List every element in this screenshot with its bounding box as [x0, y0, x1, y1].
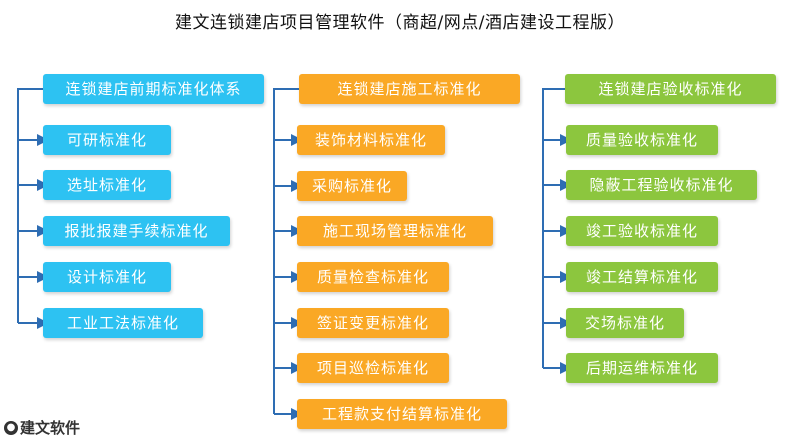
col2-item: 工程款支付结算标准化	[297, 399, 507, 429]
col1-item: 设计标准化	[43, 262, 171, 292]
col3-item: 竣工结算标准化	[566, 262, 718, 292]
col2-header: 连锁建店施工标准化	[299, 74, 520, 104]
col3-item: 竣工验收标准化	[566, 216, 718, 246]
col3-header-connector	[542, 88, 565, 368]
col3-item: 后期运维标准化	[566, 353, 718, 383]
page-title: 建文连锁建店项目管理软件（商超/网点/酒店建设工程版）	[175, 13, 625, 33]
col1-arrow	[37, 134, 43, 146]
col2-item: 施工现场管理标准化	[297, 216, 493, 246]
col3-arrow	[560, 225, 566, 237]
col2-item: 项目巡检标准化	[297, 353, 449, 383]
col1-arrow	[37, 225, 43, 237]
col3-item: 交场标准化	[566, 308, 684, 338]
col2-arrow	[291, 225, 297, 237]
col1-item: 工业工法标准化	[43, 308, 203, 338]
col1-arrow	[37, 317, 43, 329]
col1-header: 连锁建店前期标准化体系	[43, 74, 264, 104]
col3-arrow	[560, 317, 566, 329]
col2-header-connector	[273, 88, 299, 414]
col2-arrow	[291, 408, 297, 420]
col3-header: 连锁建店验收标准化	[565, 74, 776, 104]
col1-arrow	[37, 271, 43, 283]
col3-arrow	[560, 271, 566, 283]
col1-arrow	[37, 179, 43, 191]
col2-arrow	[291, 134, 297, 146]
col2-item: 采购标准化	[297, 171, 407, 201]
col2-item: 签证变更标准化	[297, 308, 449, 338]
col2-arrow	[291, 317, 297, 329]
col3-item: 隐蔽工程验收标准化	[566, 170, 757, 200]
col2-arrow	[291, 180, 297, 192]
footer-logo-text: 建文软件	[20, 419, 81, 437]
col3-arrow	[560, 134, 566, 146]
col1-item: 可研标准化	[43, 125, 171, 155]
col1-item: 报批报建手续标准化	[43, 216, 230, 246]
col1-header-connector	[17, 88, 43, 323]
col2-arrow	[291, 362, 297, 374]
col2-arrow	[291, 271, 297, 283]
col3-item: 质量验收标准化	[566, 125, 718, 155]
col2-item: 装饰材料标准化	[297, 125, 445, 155]
logo-icon: ●	[4, 420, 18, 435]
footer-logo: ● 建文软件	[4, 417, 80, 438]
col3-arrow	[560, 179, 566, 191]
col1-item: 选址标准化	[43, 170, 171, 200]
col3-arrow	[560, 362, 566, 374]
col2-item: 质量检查标准化	[297, 262, 449, 292]
